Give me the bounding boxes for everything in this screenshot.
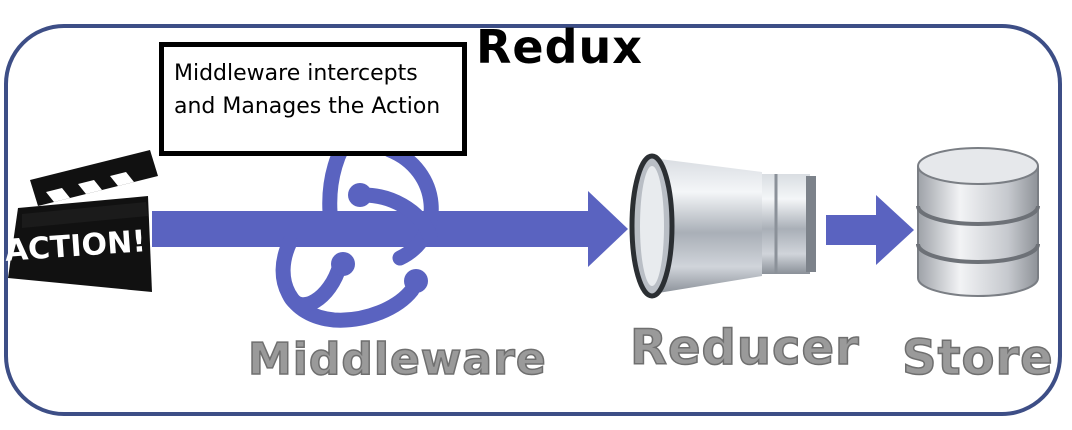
middleware-note-box: Middleware intercepts and Manages the Ac… — [159, 42, 467, 156]
middleware-note-text: Middleware intercepts and Manages the Ac… — [174, 61, 441, 119]
database-icon — [916, 147, 1040, 297]
store-arrow — [826, 195, 914, 265]
clapperboard-icon: ACTION! — [4, 150, 158, 292]
middleware-label: Middleware — [247, 333, 547, 386]
diagram-title: Redux — [476, 20, 643, 74]
reducer-pipe-icon — [629, 153, 816, 299]
store-label: Store — [901, 329, 1054, 387]
reducer-label: Reducer — [629, 319, 860, 377]
main-arrow — [152, 191, 628, 267]
